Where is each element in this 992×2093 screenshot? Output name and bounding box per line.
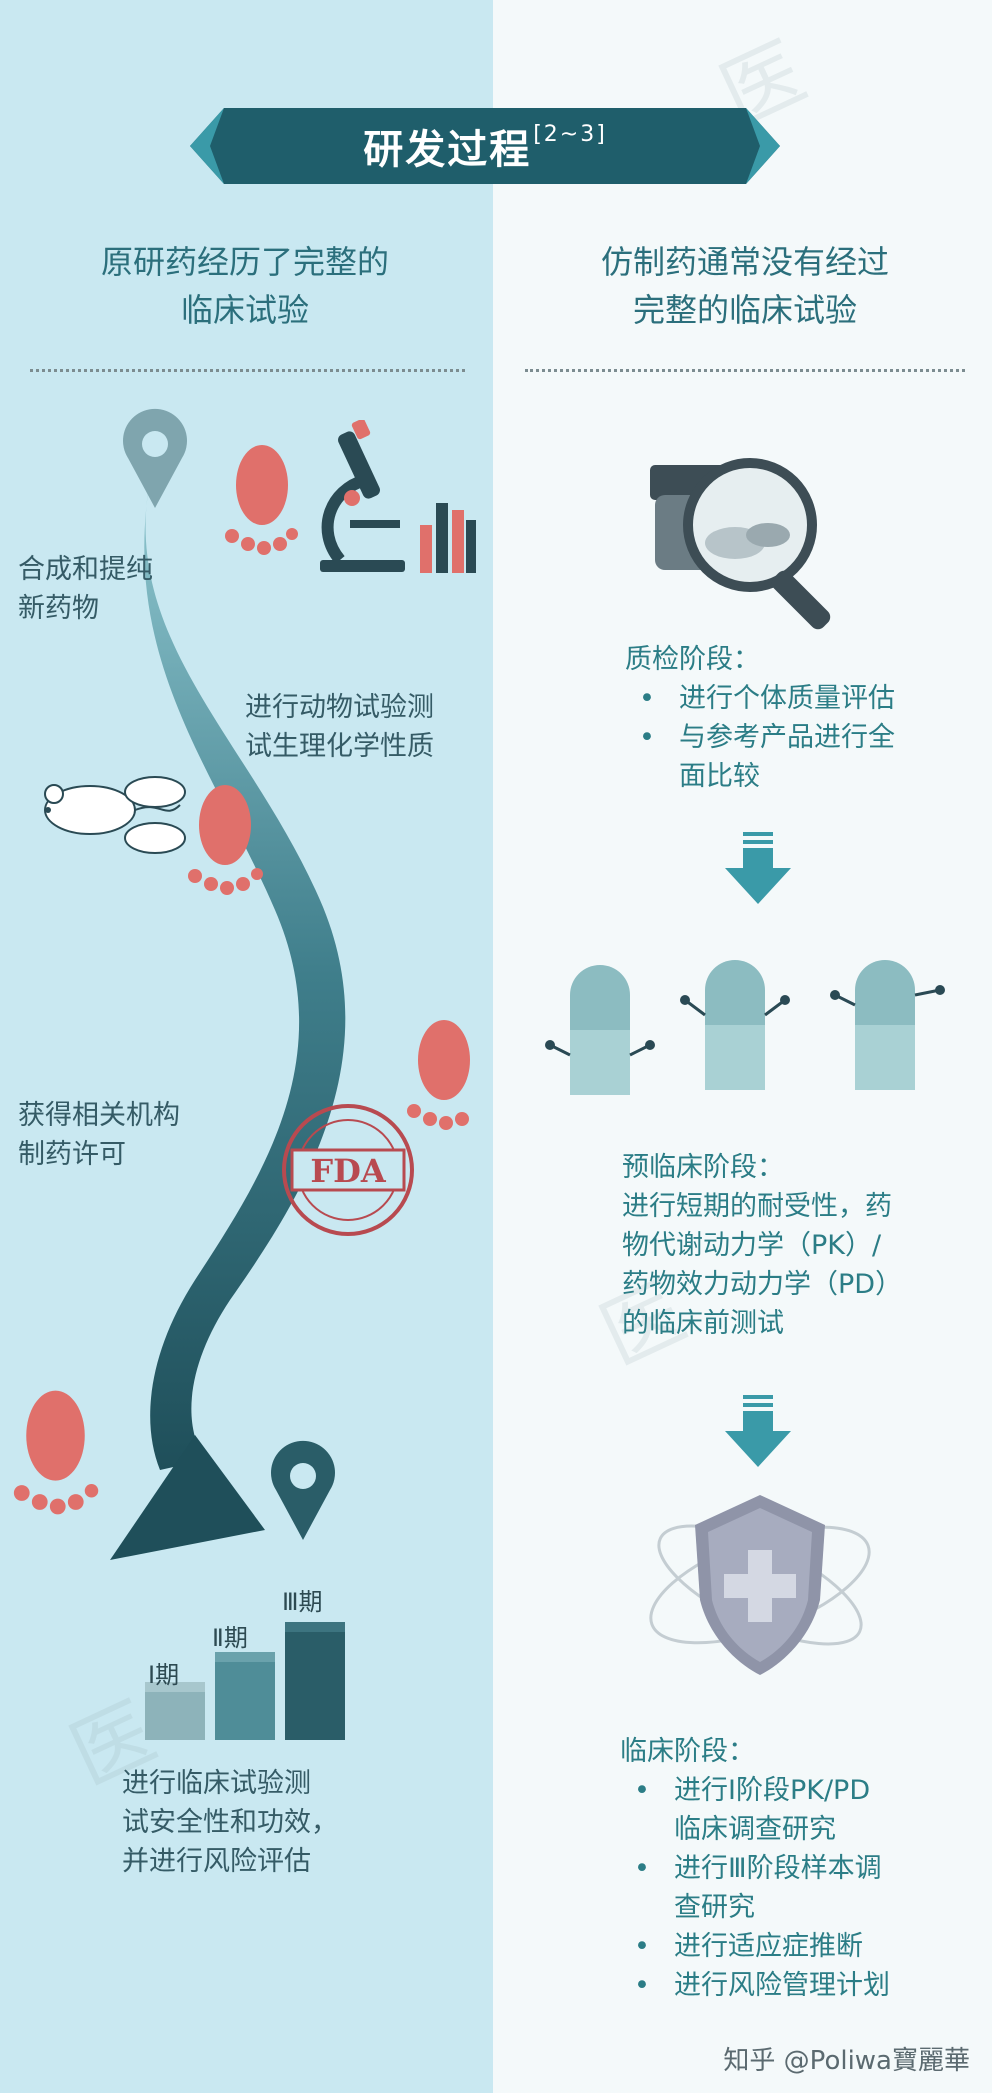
- pill-capsule-icon: [680, 960, 790, 1090]
- footprint-icon: [188, 785, 263, 895]
- left-column: [0, 0, 493, 2093]
- list-item: •与参考产品进行全: [639, 722, 895, 753]
- step-synthesis: 合成和提纯新药物: [18, 554, 153, 624]
- footer-credit: 知乎 @Poliwa寶麗華: [723, 2046, 970, 2076]
- list-item: •进行Ⅲ阶段样本调: [634, 1853, 882, 1884]
- test-tubes-icon: [420, 503, 476, 573]
- right-heading: 仿制药通常没有经过 完整的临床试验: [600, 243, 889, 329]
- left-divider: [30, 369, 465, 372]
- clinical-title: 临床阶段：: [620, 1736, 755, 1767]
- left-heading: 原研药经历了完整的 临床试验: [100, 243, 389, 329]
- title-banner: [190, 108, 780, 184]
- location-pin-icon: [123, 408, 187, 508]
- right-divider: [525, 369, 965, 372]
- list-item: •进行风险管理计划: [634, 1970, 890, 2001]
- phase-label: Ⅰ期: [148, 1661, 180, 1689]
- list-item: 面比较: [679, 761, 760, 792]
- clinical-list: •进行Ⅰ阶段PK/PD 临床调查研究 •进行Ⅲ阶段样本调 查研究 •进行适应症推…: [620, 1771, 890, 2005]
- location-pin-icon: [271, 1440, 335, 1540]
- microscope-icon: [320, 420, 405, 572]
- pill-capsule-icon: [545, 965, 655, 1095]
- phase-label: Ⅲ期: [282, 1588, 323, 1616]
- left-illustration: [110, 480, 346, 1560]
- pill-capsule-icon: [830, 960, 945, 1090]
- footprint-icon: [13, 1390, 99, 1515]
- down-arrow-icon: [725, 1395, 791, 1467]
- list-item: •进行个体质量评估: [639, 683, 895, 714]
- step-clinical-trial: 进行临床试验测试安全性和功效，并进行风险评估: [122, 1768, 338, 1877]
- bar-steps-icon: [145, 1622, 345, 1740]
- down-arrow-icon: [725, 832, 791, 904]
- magnifier-icon: [650, 458, 831, 630]
- fda-stamp-icon: FDA: [282, 1104, 414, 1236]
- step-animal-test: 进行动物试验测试生理化学性质: [245, 692, 434, 762]
- page-title: 研发过程[2~3]: [363, 121, 607, 174]
- qc-title: 质检阶段：: [625, 644, 760, 675]
- phase-label: Ⅱ期: [212, 1624, 248, 1652]
- mouse-icon: [44, 776, 186, 854]
- footprint-icon: [225, 445, 298, 555]
- list-item: 临床调查研究: [674, 1814, 836, 1845]
- shield-cross-icon: [649, 1495, 871, 1675]
- preclinical-title: 预临床阶段：: [622, 1152, 784, 1183]
- list-item: •进行适应症推断: [634, 1931, 863, 1962]
- step-license: 获得相关机构制药许可: [18, 1100, 180, 1170]
- preclinical-body: 进行短期的耐受性，药 物代谢动力学（PK）/ 药物效力动力学（PD） 的临床前测…: [622, 1191, 903, 1339]
- list-item: 查研究: [674, 1892, 755, 1923]
- list-item: •进行Ⅰ阶段PK/PD: [634, 1775, 871, 1806]
- qc-list: •进行个体质量评估 •与参考产品进行全 面比较: [625, 679, 895, 796]
- fda-stamp-label: FDA: [310, 1152, 386, 1190]
- footprint-icon: [407, 1020, 470, 1130]
